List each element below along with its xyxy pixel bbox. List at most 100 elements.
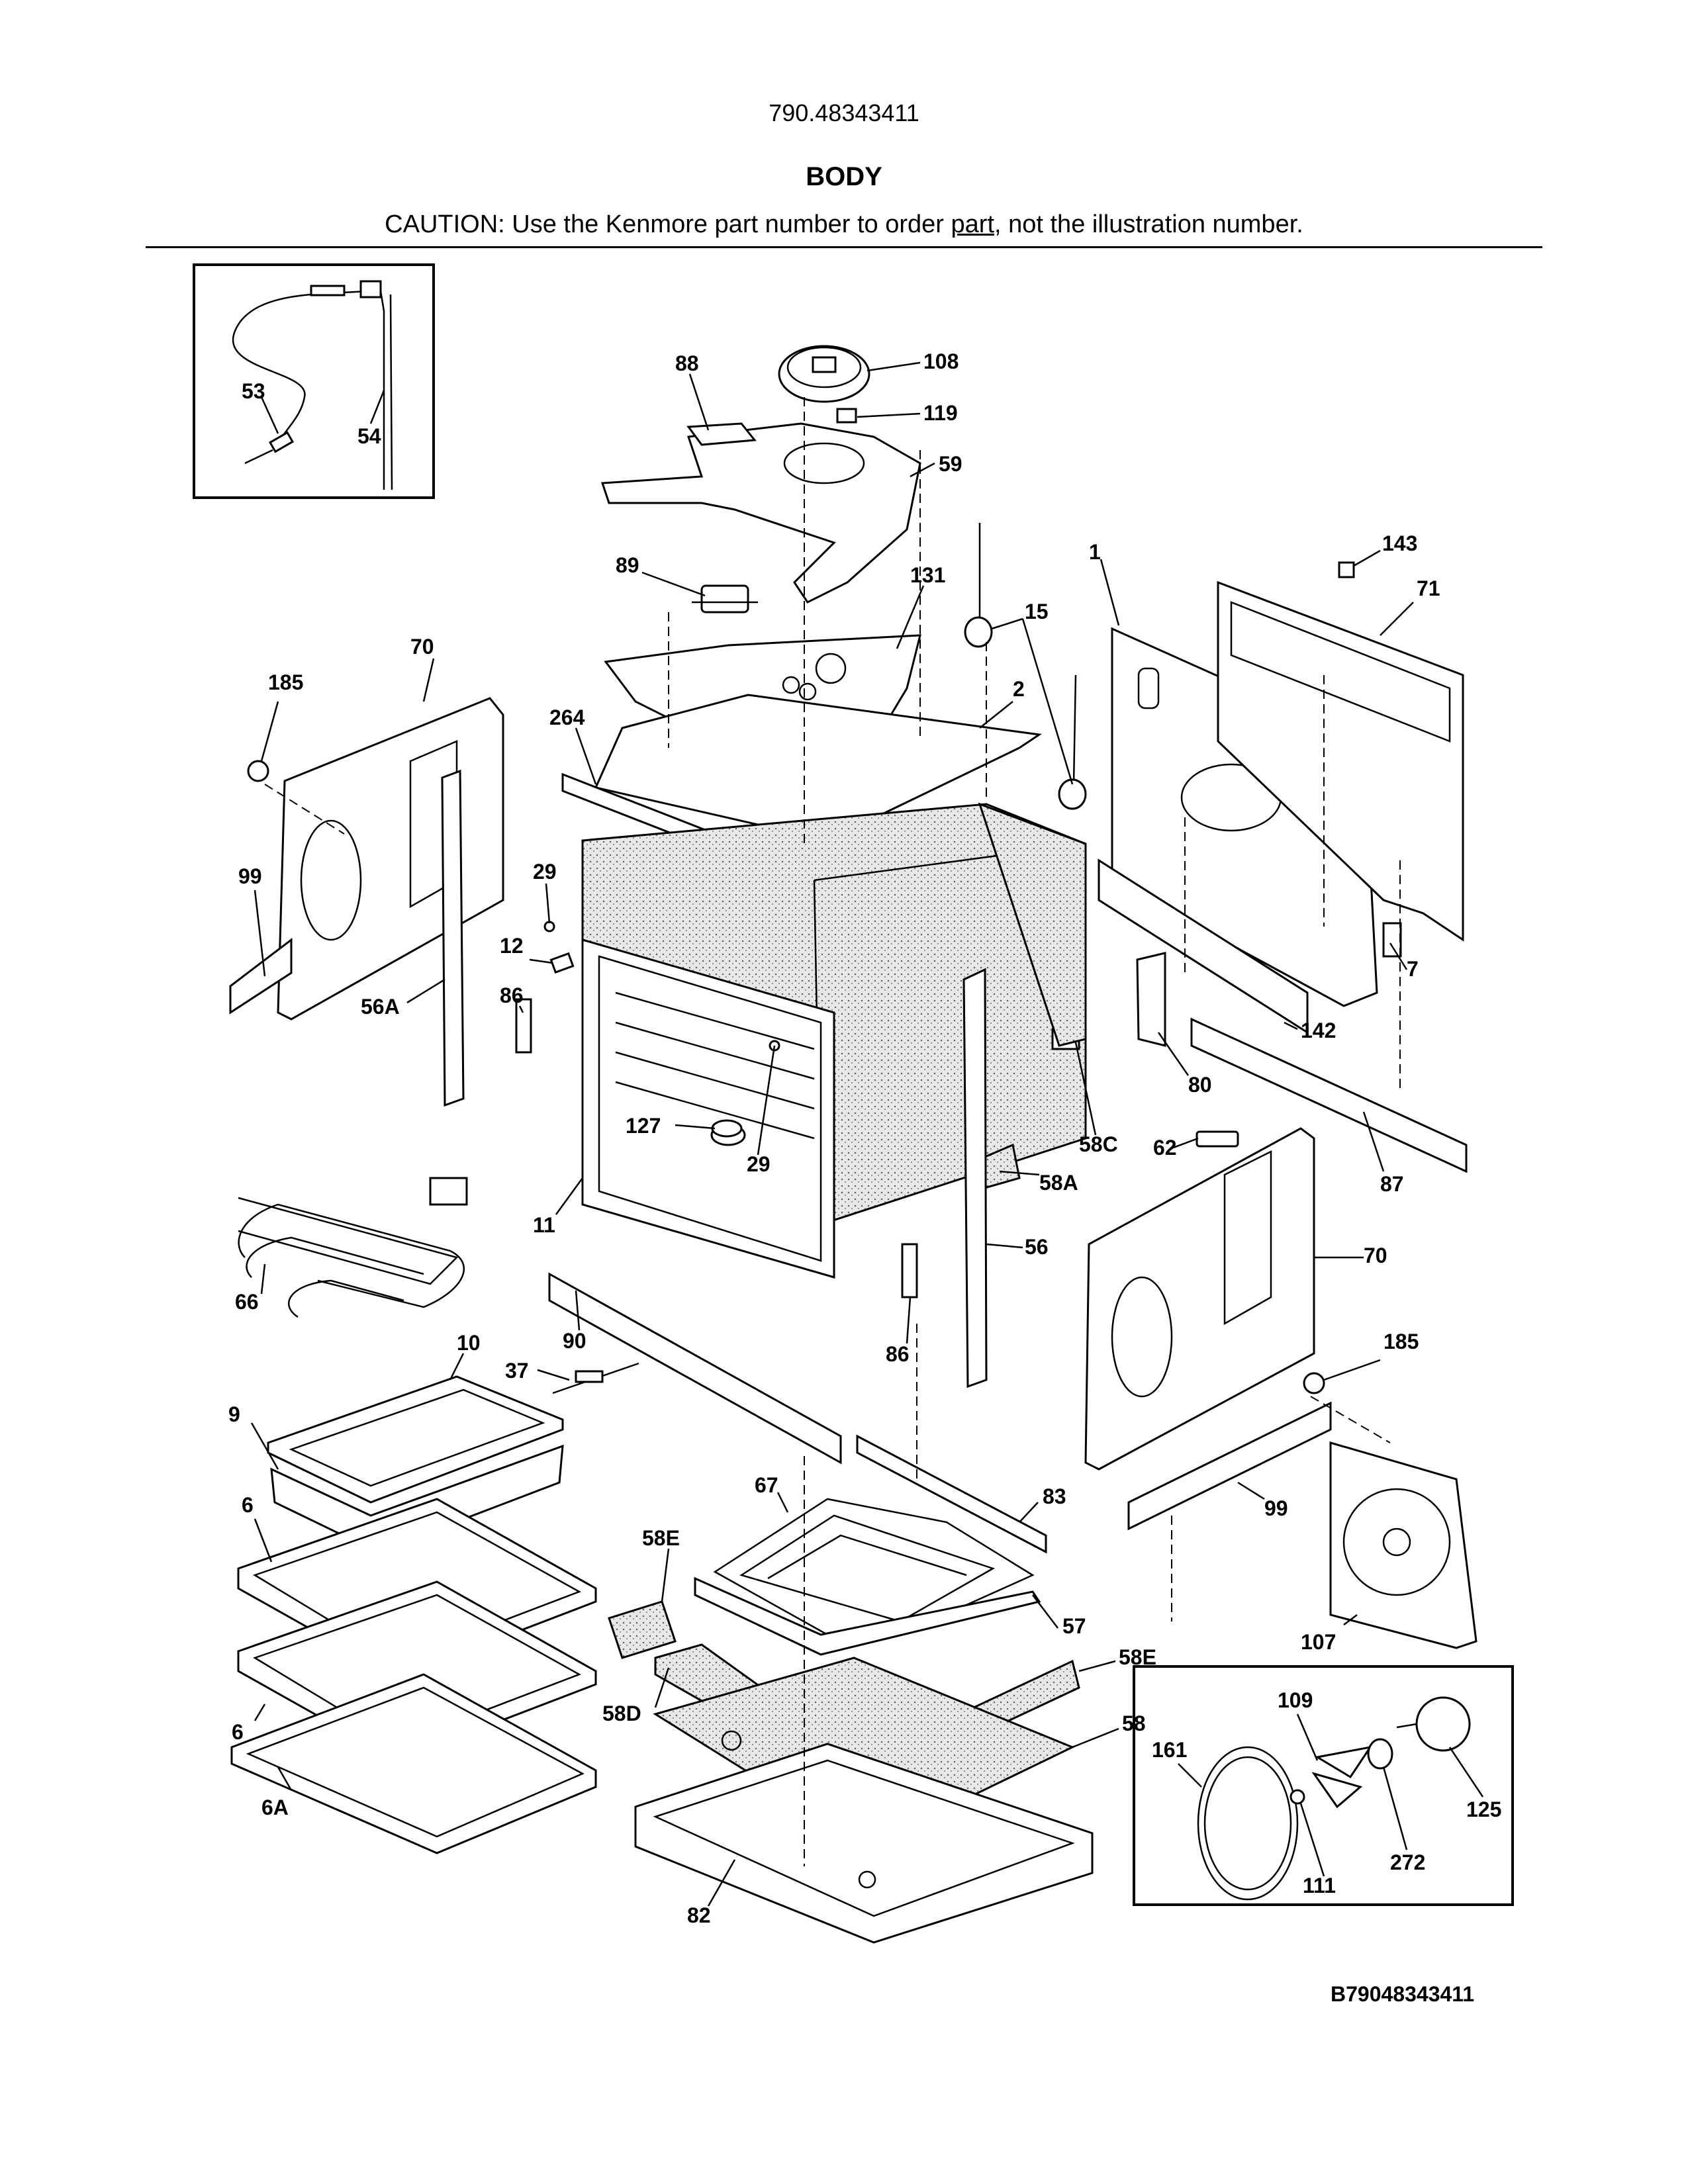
callout-15[interactable]: 15 bbox=[1025, 600, 1049, 623]
callout-89[interactable]: 89 bbox=[616, 553, 639, 577]
callout-88[interactable]: 88 bbox=[675, 351, 699, 375]
oven-light-assembly-right[interactable] bbox=[1058, 674, 1087, 810]
right-side-panel[interactable] bbox=[1084, 1127, 1315, 1471]
callout-54[interactable]: 54 bbox=[357, 424, 381, 448]
callout-66[interactable]: 66 bbox=[235, 1290, 259, 1314]
convection-fan-blade[interactable] bbox=[1311, 1745, 1373, 1809]
oven-light-assembly-left[interactable] bbox=[964, 523, 993, 648]
callout-11[interactable]: 11 bbox=[533, 1213, 555, 1237]
callout-109[interactable]: 109 bbox=[1278, 1688, 1313, 1712]
callout-58E-right[interactable]: 58E bbox=[1119, 1645, 1156, 1669]
callout-111[interactable]: 111 bbox=[1303, 1874, 1336, 1897]
callout-7[interactable]: 7 bbox=[1407, 957, 1419, 981]
callout-142[interactable]: 142 bbox=[1301, 1019, 1336, 1042]
cavity-insulation-top[interactable] bbox=[978, 802, 1087, 1047]
callout-87[interactable]: 87 bbox=[1380, 1172, 1404, 1196]
insulation-plug-left[interactable] bbox=[247, 760, 269, 782]
callout-9[interactable]: 9 bbox=[228, 1402, 240, 1426]
callout-56A[interactable]: 56A bbox=[361, 995, 400, 1019]
callout-272[interactable]: 272 bbox=[1390, 1850, 1425, 1874]
callout-58E-left[interactable]: 58E bbox=[642, 1526, 680, 1550]
bake-sensor[interactable] bbox=[552, 1362, 639, 1394]
convection-motor-cover[interactable] bbox=[778, 345, 870, 403]
convection-fan-cover[interactable] bbox=[1329, 1441, 1477, 1649]
callout-59[interactable]: 59 bbox=[939, 452, 962, 476]
rear-cover[interactable] bbox=[1217, 580, 1464, 942]
oven-sensor-probe[interactable] bbox=[711, 1119, 743, 1138]
bake-element-shield[interactable] bbox=[694, 1576, 1041, 1656]
callout-58D[interactable]: 58D bbox=[602, 1702, 641, 1725]
broil-element[interactable] bbox=[238, 1177, 468, 1318]
broil-pan[interactable] bbox=[270, 1444, 564, 1553]
callout-6-lower[interactable]: 6 bbox=[232, 1720, 244, 1744]
callout-90[interactable]: 90 bbox=[563, 1329, 586, 1353]
gliding-rack[interactable] bbox=[230, 1673, 597, 1854]
side-trim-left[interactable] bbox=[229, 937, 293, 1015]
callout-58C[interactable]: 58C bbox=[1079, 1132, 1118, 1156]
callout-99-right[interactable]: 99 bbox=[1264, 1496, 1288, 1520]
callout-53[interactable]: 53 bbox=[242, 379, 265, 403]
callout-119[interactable]: 119 bbox=[923, 401, 958, 425]
callout-2[interactable]: 2 bbox=[1013, 677, 1025, 701]
motor-spacer[interactable] bbox=[1367, 1738, 1393, 1770]
convection-motor[interactable] bbox=[1396, 1696, 1471, 1752]
rear-brace[interactable] bbox=[1098, 858, 1309, 1034]
callout-29-cavity[interactable]: 29 bbox=[747, 1152, 771, 1176]
callout-70-left[interactable]: 70 bbox=[410, 635, 434, 659]
callout-67[interactable]: 67 bbox=[755, 1473, 778, 1497]
callout-83[interactable]: 83 bbox=[1043, 1484, 1066, 1508]
side-channel-right[interactable] bbox=[962, 968, 988, 1388]
probe-wire-harness[interactable] bbox=[379, 291, 393, 490]
callout-143[interactable]: 143 bbox=[1382, 531, 1417, 555]
callout-58A[interactable]: 58A bbox=[1039, 1171, 1078, 1195]
callout-107[interactable]: 107 bbox=[1301, 1630, 1336, 1654]
door-switch[interactable] bbox=[549, 952, 575, 974]
oven-bottom-pan[interactable] bbox=[634, 1743, 1094, 1944]
callout-185-left[interactable]: 185 bbox=[268, 670, 303, 694]
screw-top[interactable] bbox=[543, 921, 555, 933]
callout-62[interactable]: 62 bbox=[1153, 1136, 1177, 1160]
rear-bracket[interactable] bbox=[1136, 952, 1166, 1047]
callout-127[interactable]: 127 bbox=[626, 1114, 661, 1138]
callout-29-top[interactable]: 29 bbox=[533, 860, 557, 884]
insulation-plug-right[interactable] bbox=[1303, 1372, 1325, 1394]
callout-56[interactable]: 56 bbox=[1025, 1235, 1049, 1259]
rear-clip[interactable] bbox=[1338, 561, 1355, 578]
callout-57[interactable]: 57 bbox=[1062, 1614, 1086, 1638]
callout-12[interactable]: 12 bbox=[500, 934, 524, 958]
side-channel-left[interactable] bbox=[441, 769, 465, 1107]
callout-1[interactable]: 1 bbox=[1089, 540, 1101, 564]
callout-70-right[interactable]: 70 bbox=[1364, 1244, 1387, 1267]
callout-125[interactable]: 125 bbox=[1466, 1797, 1501, 1821]
left-side-panel[interactable] bbox=[277, 697, 504, 1021]
rear-screw-bracket[interactable] bbox=[1382, 922, 1402, 958]
door-hinge-receiver-left[interactable] bbox=[515, 998, 532, 1054]
caution-part-link[interactable]: part bbox=[951, 210, 994, 238]
door-hinge-receiver-right[interactable] bbox=[901, 1243, 918, 1298]
callout-86-right[interactable]: 86 bbox=[886, 1342, 910, 1366]
callout-71[interactable]: 71 bbox=[1417, 576, 1440, 600]
front-bottom-rail[interactable] bbox=[548, 1272, 842, 1465]
fan-bracket[interactable] bbox=[836, 408, 857, 424]
callout-6A[interactable]: 6A bbox=[261, 1796, 289, 1819]
callout-80[interactable]: 80 bbox=[1188, 1073, 1212, 1097]
callout-99-left[interactable]: 99 bbox=[238, 864, 262, 888]
fan-nut[interactable] bbox=[1289, 1789, 1305, 1805]
oven-door-frame[interactable] bbox=[581, 938, 835, 1279]
callout-10[interactable]: 10 bbox=[457, 1331, 481, 1355]
callout-264[interactable]: 264 bbox=[549, 705, 585, 729]
meat-probe[interactable] bbox=[232, 280, 382, 465]
callout-82[interactable]: 82 bbox=[687, 1903, 711, 1927]
thermal-switch[interactable] bbox=[692, 584, 758, 614]
callout-185-right[interactable]: 185 bbox=[1383, 1330, 1419, 1353]
callout-108[interactable]: 108 bbox=[923, 349, 959, 373]
callout-131[interactable]: 131 bbox=[910, 563, 945, 587]
terminal-block[interactable] bbox=[1196, 1130, 1239, 1148]
vent-duct-assembly[interactable] bbox=[600, 422, 921, 604]
callout-37[interactable]: 37 bbox=[505, 1359, 529, 1383]
element-bracket[interactable] bbox=[856, 1434, 1047, 1554]
convection-element-ring[interactable] bbox=[1197, 1746, 1299, 1901]
callout-161[interactable]: 161 bbox=[1152, 1738, 1187, 1762]
callout-6-upper[interactable]: 6 bbox=[242, 1493, 254, 1517]
callout-58[interactable]: 58 bbox=[1122, 1711, 1146, 1735]
